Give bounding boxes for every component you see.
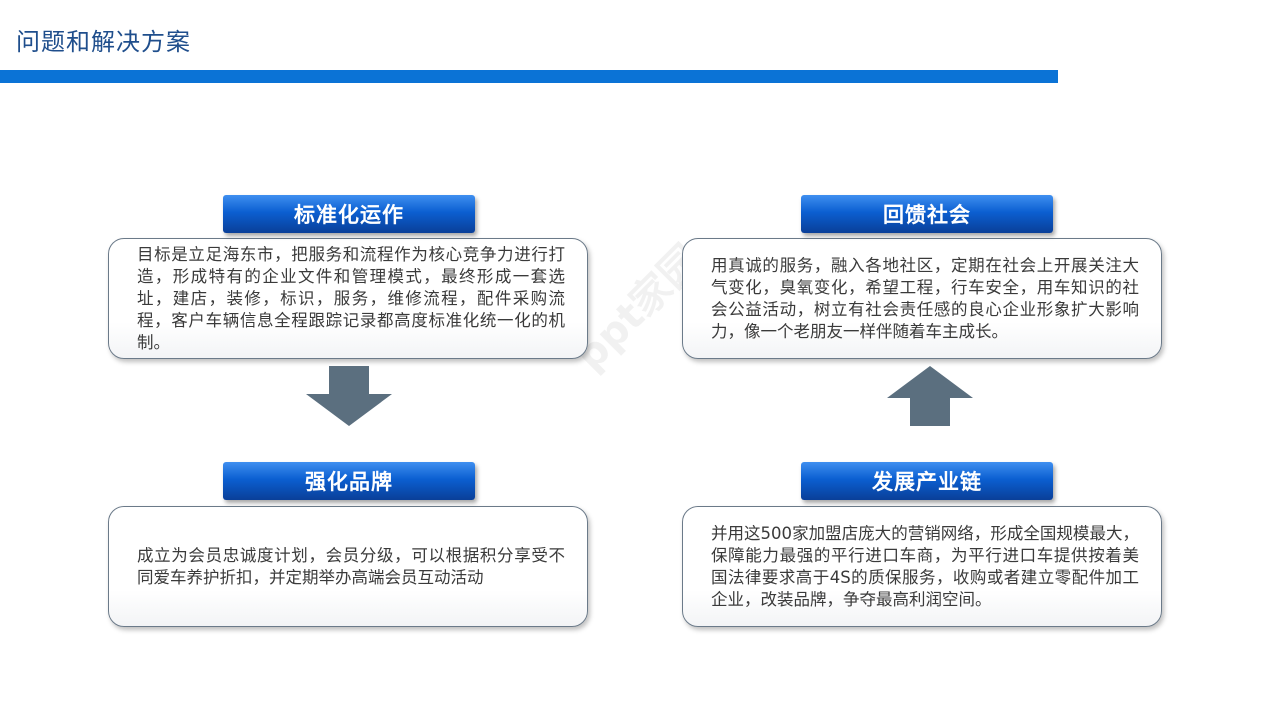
- title-underline-bar: [0, 70, 1058, 83]
- arrow-up-icon: [887, 366, 973, 426]
- card-industry-chain: 并用这500家加盟店庞大的营销网络，形成全国规模最大，保障能力最强的平行进口车商…: [682, 506, 1162, 627]
- page-title: 问题和解决方案: [16, 28, 191, 56]
- card-standardization: 目标是立足海东市，把服务和流程作为核心竞争力进行打造，形成特有的企业文件和管理模…: [108, 238, 588, 359]
- arrow-down-icon: [306, 366, 392, 426]
- header-society: 回馈社会: [801, 195, 1053, 233]
- header-standardization: 标准化运作: [223, 195, 475, 233]
- card-standardization-text: 目标是立足海东市，把服务和流程作为核心竞争力进行打造，形成特有的企业文件和管理模…: [137, 244, 565, 352]
- card-brand-text: 成立为会员忠诚度计划，会员分级，可以根据积分享受不同爱车养护折扣，并定期举办高端…: [137, 545, 565, 587]
- header-industry-chain: 发展产业链: [801, 462, 1053, 500]
- card-society: 用真诚的服务，融入各地社区，定期在社会上开展关注大气变化，臭氧变化，希望工程，行…: [682, 238, 1162, 359]
- card-brand: 成立为会员忠诚度计划，会员分级，可以根据积分享受不同爱车养护折扣，并定期举办高端…: [108, 506, 588, 627]
- card-society-text: 用真诚的服务，融入各地社区，定期在社会上开展关注大气变化，臭氧变化，希望工程，行…: [711, 255, 1139, 341]
- header-brand: 强化品牌: [223, 462, 475, 500]
- card-industry-chain-text: 并用这500家加盟店庞大的营销网络，形成全国规模最大，保障能力最强的平行进口车商…: [711, 523, 1139, 609]
